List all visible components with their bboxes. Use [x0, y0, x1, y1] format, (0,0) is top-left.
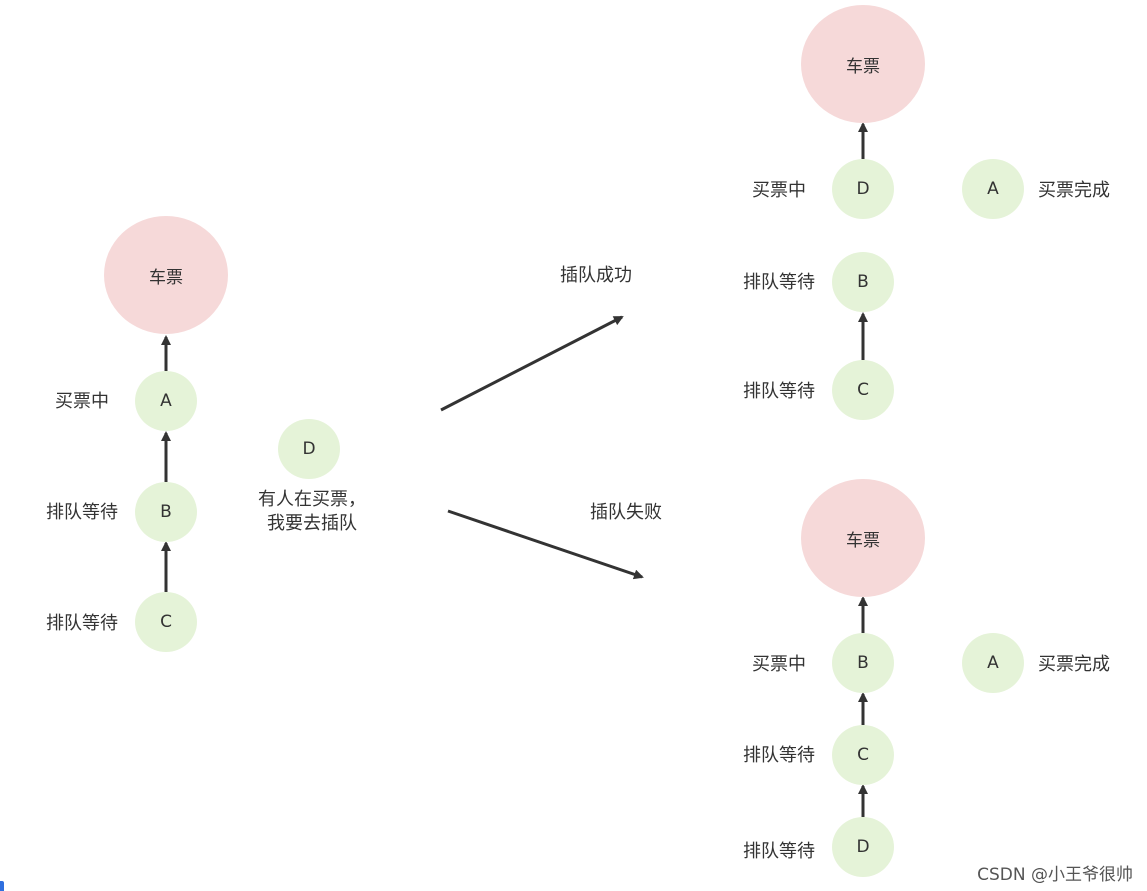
person-a-left: A: [135, 371, 197, 431]
watermark: CSDN @小王爷很帅: [977, 865, 1133, 885]
person-c-left: C: [135, 592, 197, 652]
person-b-top: B: [832, 252, 894, 312]
newcomer-note: 有人在买票， 我要去插队: [237, 488, 387, 536]
status-label-d-top: 买票中: [752, 180, 806, 201]
arrow-success: [440, 315, 624, 412]
corner-mark: [0, 881, 4, 891]
status-label-c-top: 排队等待: [743, 381, 815, 402]
status-label-c-bottom: 排队等待: [743, 745, 815, 766]
ticket-node-top: 车票: [801, 5, 925, 123]
person-b-left: B: [135, 482, 197, 542]
person-c-top: C: [832, 360, 894, 420]
person-b-bottom: B: [832, 633, 894, 693]
ticket-node-bottom: 车票: [801, 479, 925, 597]
fail-branch-label: 插队失败: [590, 502, 662, 523]
status-label-a-left: 买票中: [55, 391, 109, 412]
person-c-bottom: C: [832, 725, 894, 785]
person-a-done-top: A: [962, 159, 1024, 219]
done-label-top: 买票完成: [1038, 180, 1110, 201]
ticket-node-left: 车票: [104, 216, 228, 334]
status-label-b-top: 排队等待: [743, 272, 815, 293]
newcomer-note-line2: 我要去插队: [267, 513, 357, 534]
status-label-c-left: 排队等待: [46, 613, 118, 634]
person-d-bottom: D: [832, 817, 894, 877]
done-label-bottom: 买票完成: [1038, 654, 1110, 675]
person-a-done-bottom: A: [962, 633, 1024, 693]
arrow-fail: [447, 509, 644, 580]
status-label-b-left: 排队等待: [46, 502, 118, 523]
person-d-newcomer: D: [278, 419, 340, 479]
person-d-top: D: [832, 159, 894, 219]
newcomer-note-line1: 有人在买票，: [258, 489, 366, 510]
status-label-b-bottom: 买票中: [752, 654, 806, 675]
success-branch-label: 插队成功: [560, 265, 632, 286]
status-label-d-bottom: 排队等待: [743, 841, 815, 862]
